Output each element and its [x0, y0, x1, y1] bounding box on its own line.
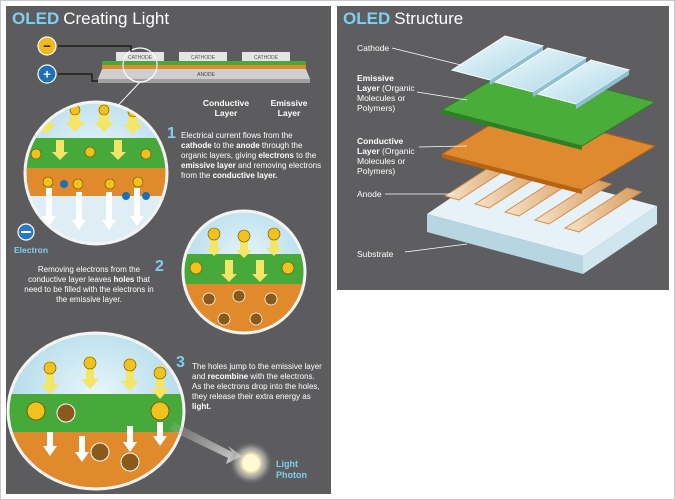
conductive-label-polymers: Polymers) [357, 166, 396, 176]
emissive-layer-structure-label: Emissive Layer (Organic Molecules or Pol… [357, 73, 415, 113]
step-1-caption-part: and removing electrons from the [181, 161, 322, 180]
emissive-label-organic: (Organic [379, 83, 415, 93]
cathode-label-1: CATHODE [128, 55, 153, 61]
step-2-circle-border [181, 209, 307, 335]
cathode-label-3: CATHODE [254, 55, 279, 61]
emissive-label-molecules: Molecules or [357, 93, 406, 103]
step-1-caption-part: to the [293, 151, 317, 160]
conductive-label-layer-bold: Layer [357, 146, 380, 156]
substrate-label: Substrate [357, 249, 394, 259]
plus-terminal-icon [37, 64, 57, 84]
conductive-label-bold: Conductive [357, 136, 404, 146]
cathode-strip-2 [179, 52, 227, 61]
cathode-label: Cathode [357, 43, 390, 53]
conductive-label-molecules: Molecules or [357, 156, 406, 166]
oled-structure-exploded-diagram [385, 35, 657, 274]
wire-to-anode [58, 73, 98, 82]
step-2-number: 2 [155, 258, 164, 275]
right-title-rest: Structure [394, 9, 464, 28]
step-1-circle-border [23, 100, 169, 246]
step-1-caption-part: conductive layer. [212, 171, 278, 180]
emissive-label-bold: Emissive [357, 73, 394, 83]
step-3-zoom-circle [8, 333, 184, 489]
photon-emission-arrow [170, 422, 242, 464]
step-1-number: 1 [167, 125, 176, 142]
substrate-strip [98, 79, 310, 83]
step-2-caption-part: Removing electrons from the conductive l… [28, 265, 141, 284]
step-2-caption-part: that need to be filled with the electron… [24, 275, 154, 304]
minus-terminal-icon [37, 36, 57, 56]
cathode-strip-3 [242, 52, 290, 61]
step-2-caption: Removing electrons from the conductive l… [24, 265, 154, 305]
conductive-layer-structure-label: Conductive Layer (Organic Molecules or P… [357, 136, 415, 176]
emissive-layer-edge [442, 110, 582, 150]
photon-label-line-1: Light [276, 459, 298, 469]
label-leader-lines [385, 47, 468, 253]
substrate-layer [427, 164, 657, 274]
light-photon-icon [241, 453, 261, 473]
creating-light-illustration: CATHODE CATHODE CATHODE ANODE − + [6, 36, 310, 491]
conductive-layer-label: Conductive Layer [196, 98, 256, 118]
step-3-caption: The holes jump to the emissive layer and… [192, 362, 324, 412]
emissive-label-line-2: Layer [277, 108, 301, 118]
electron-label: Electron [14, 245, 48, 255]
emissive-layer-label: Emissive Layer [264, 98, 314, 118]
anode-structure-label: Anode [357, 189, 382, 199]
step-1-caption: Electrical current flows from the cathod… [181, 131, 323, 181]
anode-layer-strip [98, 69, 310, 79]
anode-label: ANODE [197, 72, 215, 78]
step-1-caption-part: through the organic layers, giving [181, 141, 303, 160]
minus-symbol: − [43, 39, 51, 54]
step-3-circle-border [6, 331, 186, 491]
step-3-caption-part: The holes jump to the emissive layer and [192, 362, 322, 381]
wire-to-cathode [58, 45, 132, 52]
emissive-label-line-1: Emissive [270, 98, 308, 108]
step-3-caption-part: with the electrons. As the electrons dro… [192, 372, 320, 401]
step-1-caption-part: cathode [181, 141, 212, 150]
conductive-layer-edge [442, 154, 582, 194]
cathode-strip-1 [116, 52, 164, 61]
right-title-brand: OLED [343, 9, 391, 28]
emissive-label-layer-bold: Layer [357, 83, 380, 93]
cathode-label-2: CATHODE [191, 55, 216, 61]
step-1-caption-part: to the [211, 141, 237, 150]
conductive-label-line-2: Layer [214, 108, 238, 118]
cathode-strips [450, 35, 631, 109]
step-2-caption-part: holes [113, 275, 135, 284]
free-electron-minus [21, 231, 31, 233]
photon-label-line-2: Photon [276, 470, 307, 480]
step-3-caption-part: light. [192, 402, 212, 411]
step-2-zoom-circle [183, 211, 305, 333]
left-title-brand: OLED [12, 9, 60, 28]
conductive-layer-strip [102, 65, 306, 69]
step-1-caption-part: anode [236, 141, 260, 150]
step-3-caption-part: recombine [207, 372, 249, 381]
top-device-stack [98, 47, 310, 115]
step-1-caption-part: emissive layer [181, 161, 236, 170]
conductive-label-organic: (Organic [379, 146, 415, 156]
emissive-layer-strip [102, 61, 306, 65]
step-1-zoom-circle [25, 102, 167, 244]
plus-symbol: + [43, 67, 51, 82]
step-1-caption-part: Electrical current flows from the [181, 131, 293, 140]
emissive-label-polymers: Polymers) [357, 103, 396, 113]
conductive-label-line-1: Conductive [202, 98, 250, 108]
step-3-number: 3 [176, 354, 185, 371]
left-title-rest: Creating Light [63, 9, 170, 28]
step-1-caption-part: electrons [258, 151, 294, 160]
